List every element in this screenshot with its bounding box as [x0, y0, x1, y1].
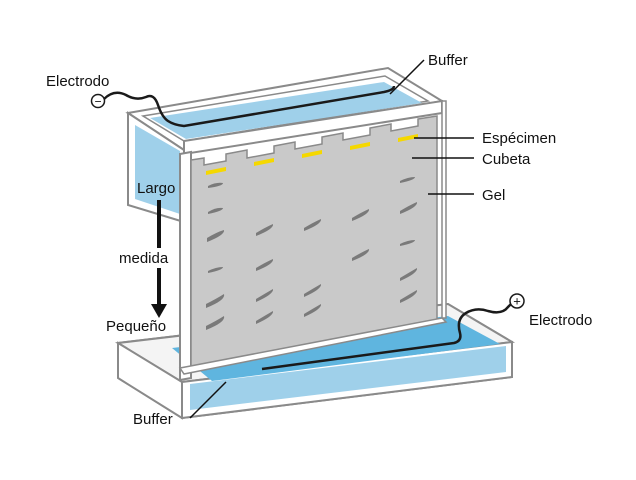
leader-buffer-top	[389, 59, 425, 95]
band	[208, 207, 223, 214]
specimen-1	[206, 167, 226, 175]
band	[256, 224, 274, 236]
band	[400, 240, 415, 246]
size-arrow	[151, 200, 167, 318]
specimen-4	[350, 142, 370, 150]
band	[400, 202, 418, 214]
specimen-5	[398, 134, 418, 142]
label-electrode-bottom: Electrodo	[529, 312, 592, 329]
label-small: Pequeño	[106, 318, 166, 335]
band	[256, 259, 274, 271]
band	[304, 284, 322, 297]
band	[352, 209, 370, 221]
negative-terminal: −	[90, 93, 106, 109]
label-specimen: Espécimen	[482, 130, 556, 147]
label-buffer-top: Buffer	[428, 52, 468, 69]
band	[352, 249, 370, 261]
band	[206, 294, 225, 308]
electrode-wires	[103, 85, 517, 371]
band	[208, 267, 223, 273]
specimens	[206, 134, 418, 175]
negative-sign: −	[94, 95, 101, 109]
label-well: Cubeta	[482, 151, 531, 168]
band	[304, 304, 322, 317]
positive-sign: +	[513, 294, 521, 309]
left-buffer-window	[135, 125, 180, 214]
gel-slab	[179, 115, 438, 382]
band	[207, 230, 225, 242]
specimen-2	[254, 158, 274, 166]
bottom-electrode-wire	[261, 298, 517, 371]
label-large: Largo	[137, 180, 175, 197]
label-gel: Gel	[482, 187, 505, 204]
bottom-buffer	[190, 346, 506, 410]
leader-lines	[189, 59, 474, 419]
bands	[206, 177, 418, 330]
band	[400, 177, 415, 183]
label-buffer-bottom: Buffer	[133, 411, 173, 428]
front-frame-bottom	[178, 317, 448, 375]
label-measure: medida	[119, 250, 169, 267]
band	[304, 219, 322, 231]
gel-body	[190, 115, 438, 368]
band	[256, 289, 274, 302]
positive-terminal: +	[509, 293, 525, 309]
band	[400, 290, 418, 303]
bottom-buffer-surface	[172, 316, 500, 381]
band	[206, 316, 225, 330]
leader-buffer-bottom	[189, 381, 227, 419]
band	[208, 182, 223, 188]
band	[400, 268, 418, 281]
label-electrode-top: Electrodo	[46, 73, 109, 90]
top-electrode-wire	[103, 85, 396, 128]
specimen-3	[302, 150, 322, 158]
band	[256, 311, 274, 324]
